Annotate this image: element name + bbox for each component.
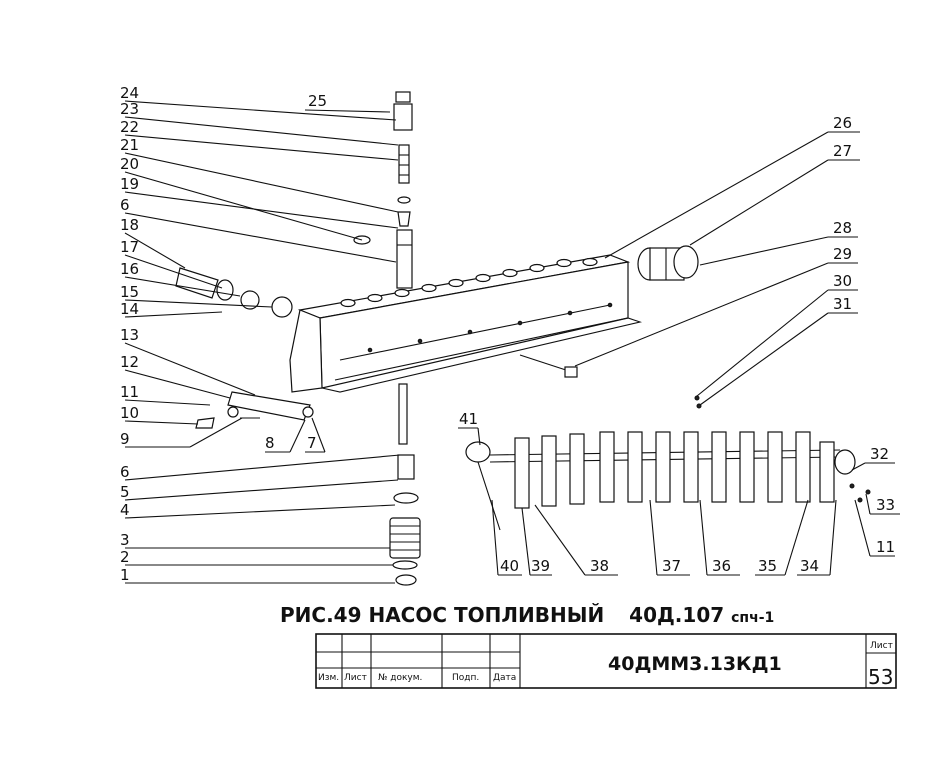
callout-34: 34 (800, 557, 819, 575)
callout-31: 31 (833, 295, 852, 313)
sheet-number: 53 (868, 665, 893, 689)
callout-27: 27 (833, 142, 852, 160)
callout-1: 1 (120, 566, 130, 584)
callout-38: 38 (590, 557, 609, 575)
valve-stack (389, 91, 421, 586)
callout-32: 32 (870, 445, 889, 463)
callout-15: 15 (120, 283, 139, 301)
callout-22: 22 (120, 118, 139, 136)
callout-16: 16 (120, 260, 139, 278)
callout-18: 18 (120, 216, 139, 234)
callout-3: 3 (120, 531, 130, 549)
callout-28: 28 (833, 219, 852, 237)
header-list: Лист (344, 673, 367, 683)
figure-model: 40Д.107 (629, 603, 724, 627)
callout-11: 11 (120, 383, 139, 401)
callout-9: 9 (120, 430, 130, 448)
header-doc-number: № докум. (378, 673, 422, 683)
callout-30: 30 (833, 272, 852, 290)
callout-23: 23 (120, 100, 139, 118)
callout-40: 40 (500, 557, 519, 575)
housing-bores (340, 257, 613, 353)
callout-4: 4 (120, 501, 130, 519)
figure-title-main: РИС.49 НАСОС ТОПЛИВНЫЙ (280, 603, 604, 627)
pump-housing (289, 254, 643, 393)
callout-2: 2 (120, 548, 130, 566)
plunger-assembly (465, 431, 871, 531)
document-code: 40ДММ3.13КД1 (608, 653, 782, 675)
header-izm: Изм. (318, 673, 339, 683)
callout-41: 41 (459, 410, 478, 428)
callout-33: 33 (876, 496, 895, 514)
sheet-label: Лист (870, 641, 893, 651)
callout-10: 10 (120, 404, 139, 422)
callout-12: 12 (120, 353, 139, 371)
callout-29: 29 (833, 245, 852, 263)
title-block: Изм. Лист № докум. Подп. Дата 40ДММ3.13К… (315, 633, 897, 689)
right-fitting (519, 245, 702, 409)
header-signature: Подп. (452, 673, 479, 683)
figure-title: РИС.49 НАСОС ТОПЛИВНЫЙ 40Д.107 спч-1 (280, 603, 774, 627)
header-date: Дата (493, 673, 516, 683)
callout-37: 37 (662, 557, 681, 575)
callout-5: 5 (120, 483, 130, 501)
callout-39: 39 (531, 557, 550, 575)
leader-lines (124, 100, 900, 584)
callout-labels: 1 2 3 4 5 6 7 8 9 10 11 12 13 14 15 16 1… (120, 84, 895, 584)
figure-model-suffix: спч-1 (731, 610, 774, 626)
callout-26: 26 (833, 114, 852, 132)
callout-25: 25 (308, 92, 327, 110)
callout-6: 6 (120, 463, 130, 481)
callout-17: 17 (120, 238, 139, 256)
callout-24: 24 (120, 84, 139, 102)
callout-14: 14 (120, 300, 139, 318)
callout-11-right: 11 (876, 538, 895, 556)
callout-13: 13 (120, 326, 139, 344)
callout-36: 36 (712, 557, 731, 575)
callout-19: 19 (120, 175, 139, 193)
callout-8: 8 (265, 434, 275, 452)
callout-35: 35 (758, 557, 777, 575)
callout-20: 20 (120, 155, 139, 173)
callout-21: 21 (120, 136, 139, 154)
callout-7: 7 (307, 434, 317, 452)
callout-6-upper: 6 (120, 196, 130, 214)
plunger-units (514, 431, 835, 509)
